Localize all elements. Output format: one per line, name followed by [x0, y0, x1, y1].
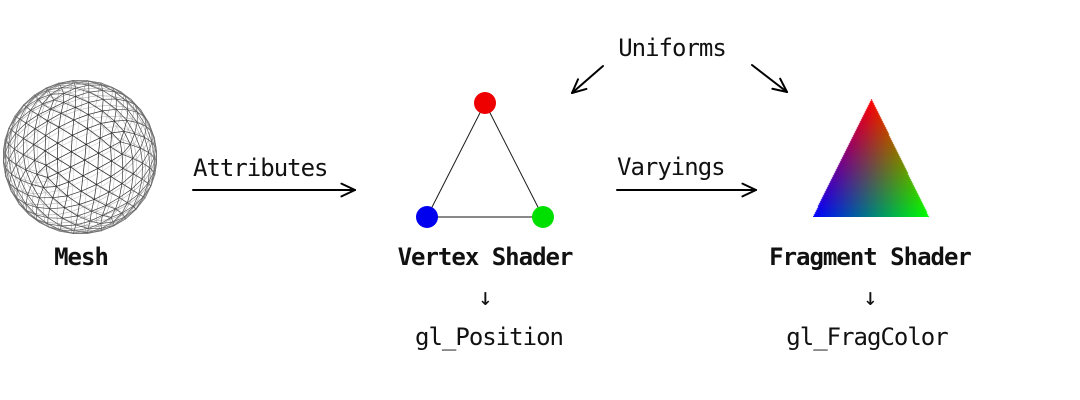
vertex-triangle-edge: [484, 102, 544, 218]
attributes-arrow-right-icon: [192, 182, 356, 198]
uniforms-to-fragment-arrow-icon: [751, 64, 788, 93]
attributes-label: Attributes: [193, 154, 328, 182]
varyings-label: Varyings: [617, 153, 726, 181]
vertex-triangle: [416, 92, 554, 228]
vertex-blue-dot: [416, 206, 438, 228]
fragment-gradient-triangle: [813, 99, 929, 217]
vertex-triangle-edge: [426, 102, 486, 218]
fragment-shader-down-arrow-icon: ↓: [863, 283, 877, 311]
vertex-red-dot: [474, 92, 496, 114]
vertex-shader-down-arrow-icon: ↓: [478, 283, 492, 311]
vertex-shader-label: Vertex Shader: [397, 243, 574, 271]
gl-position-label: gl_Position: [415, 323, 564, 351]
fragment-shader-label: Fragment Shader: [769, 243, 972, 271]
mesh-wireframe-sphere-icon: [2, 80, 158, 234]
uniforms-label: Uniforms: [618, 34, 727, 62]
vertex-green-dot: [532, 206, 554, 228]
mesh-label: Mesh: [54, 243, 109, 271]
varyings-arrow-right-icon: [616, 182, 757, 198]
gl-fragcolor-label: gl_FragColor: [786, 323, 948, 351]
uniforms-to-vertex-arrow-icon: [571, 65, 604, 94]
